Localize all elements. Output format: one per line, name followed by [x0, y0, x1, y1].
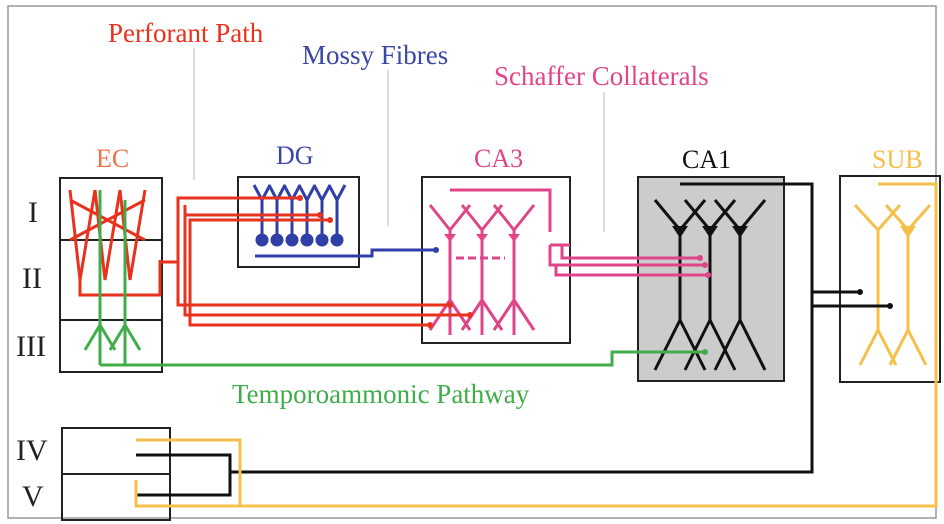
dg-label: DG [276, 141, 314, 170]
ca1-region [638, 177, 784, 381]
layer-label-v: V [22, 480, 44, 513]
temporoammonic-fibres [100, 352, 705, 365]
sub-region [840, 176, 940, 382]
layer-label-i: I [28, 196, 38, 229]
perforant-path-fibres [160, 198, 470, 325]
schaffer-collaterals-label: Schaffer Collaterals [494, 61, 709, 91]
sub-output-fibres [136, 184, 936, 506]
temporoammonic-terminal [702, 349, 708, 355]
mossy-fibres-label: Mossy Fibres [302, 40, 448, 70]
layer-label-ii: II [22, 262, 42, 295]
ec-stellate-cells [70, 190, 160, 295]
ec-label: EC [96, 144, 129, 173]
ca3-somas [444, 234, 520, 242]
sub-label: SUB [872, 145, 923, 174]
perforant-path-label: Perforant Path [108, 18, 264, 48]
ec-region [60, 178, 162, 372]
dg-region [238, 177, 359, 267]
ca1-label: CA1 [682, 145, 731, 174]
ca3-region [422, 177, 570, 343]
layer-label-iv: IV [16, 434, 48, 467]
sub-pyramidal-cells [855, 205, 930, 365]
sub-soma [900, 226, 916, 238]
mossy-fibre-terminal [433, 247, 439, 253]
temporoammonic-pathway-label: Temporoammonic Pathway [232, 379, 530, 409]
layer-label-iii: III [16, 330, 46, 363]
ca3-label: CA3 [474, 144, 523, 173]
ca3-box [422, 177, 570, 343]
